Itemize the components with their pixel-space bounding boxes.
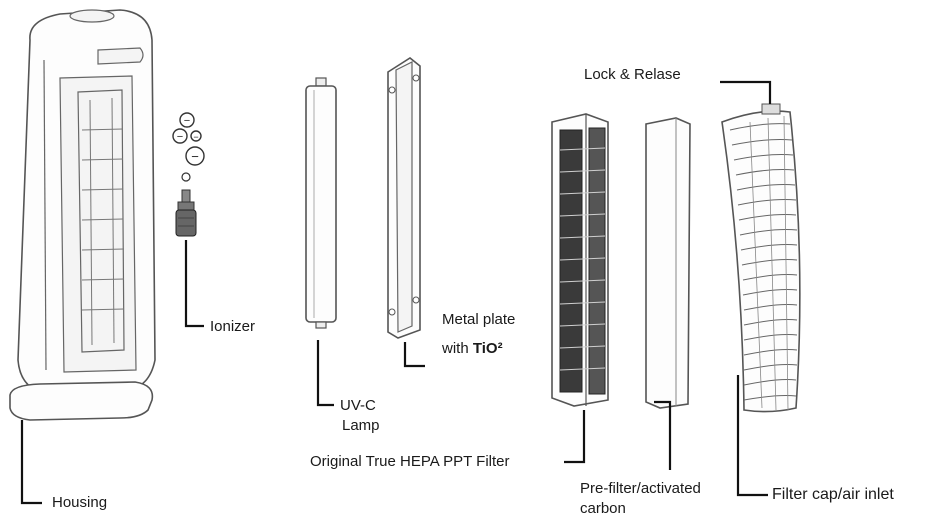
metal-plate-part bbox=[387, 57, 421, 339]
uvc-lamp-label-line2: Lamp bbox=[342, 417, 380, 434]
metal-plate-label-line1: Metal plate bbox=[442, 311, 516, 328]
uvc-lamp-leader-line bbox=[316, 340, 334, 407]
ionizer-leader-line bbox=[184, 240, 204, 328]
metal-plate-label-with: with bbox=[442, 340, 473, 357]
metal-plate-formula: TiO² bbox=[472, 340, 503, 357]
ionizer-ion-4: − bbox=[191, 149, 199, 164]
filter-cap-part bbox=[721, 103, 801, 413]
filter-cap-label: Filter cap/air inlet bbox=[772, 486, 894, 503]
uvc-lamp-label-line1: UV-C bbox=[340, 397, 376, 414]
hepa-filter-leader-line bbox=[564, 410, 586, 464]
hepa-filter-label: Original True HEPA PPT Filter bbox=[310, 453, 510, 470]
ionizer-ion-3: − bbox=[193, 132, 198, 142]
lock-release-leader-line bbox=[720, 80, 772, 104]
pre-filter-leader-line bbox=[654, 400, 672, 470]
pre-filter-part bbox=[645, 117, 691, 409]
pre-filter-label-line1: Pre-filter/activated bbox=[580, 480, 701, 497]
housing-label: Housing bbox=[52, 494, 108, 511]
ionizer-label: Ionizer bbox=[210, 318, 256, 335]
hepa-filter-part bbox=[551, 113, 609, 407]
ionizer-ion-2: − bbox=[177, 131, 183, 143]
metal-plate-label-line2: with TiO² bbox=[442, 340, 503, 358]
uvc-lamp-part bbox=[305, 77, 337, 329]
housing-front-grille bbox=[81, 97, 125, 346]
housing-leader-line bbox=[20, 420, 42, 505]
housing-unit bbox=[9, 9, 156, 421]
ionizer-ion-1: − bbox=[184, 115, 190, 127]
filter-cap-leader-line bbox=[736, 375, 768, 497]
metal-plate-leader-line bbox=[403, 342, 425, 368]
ionizer-part: − − − − bbox=[172, 112, 205, 237]
pre-filter-label-line2: carbon bbox=[580, 500, 626, 517]
lock-release-label: Lock & Relase bbox=[584, 66, 681, 83]
